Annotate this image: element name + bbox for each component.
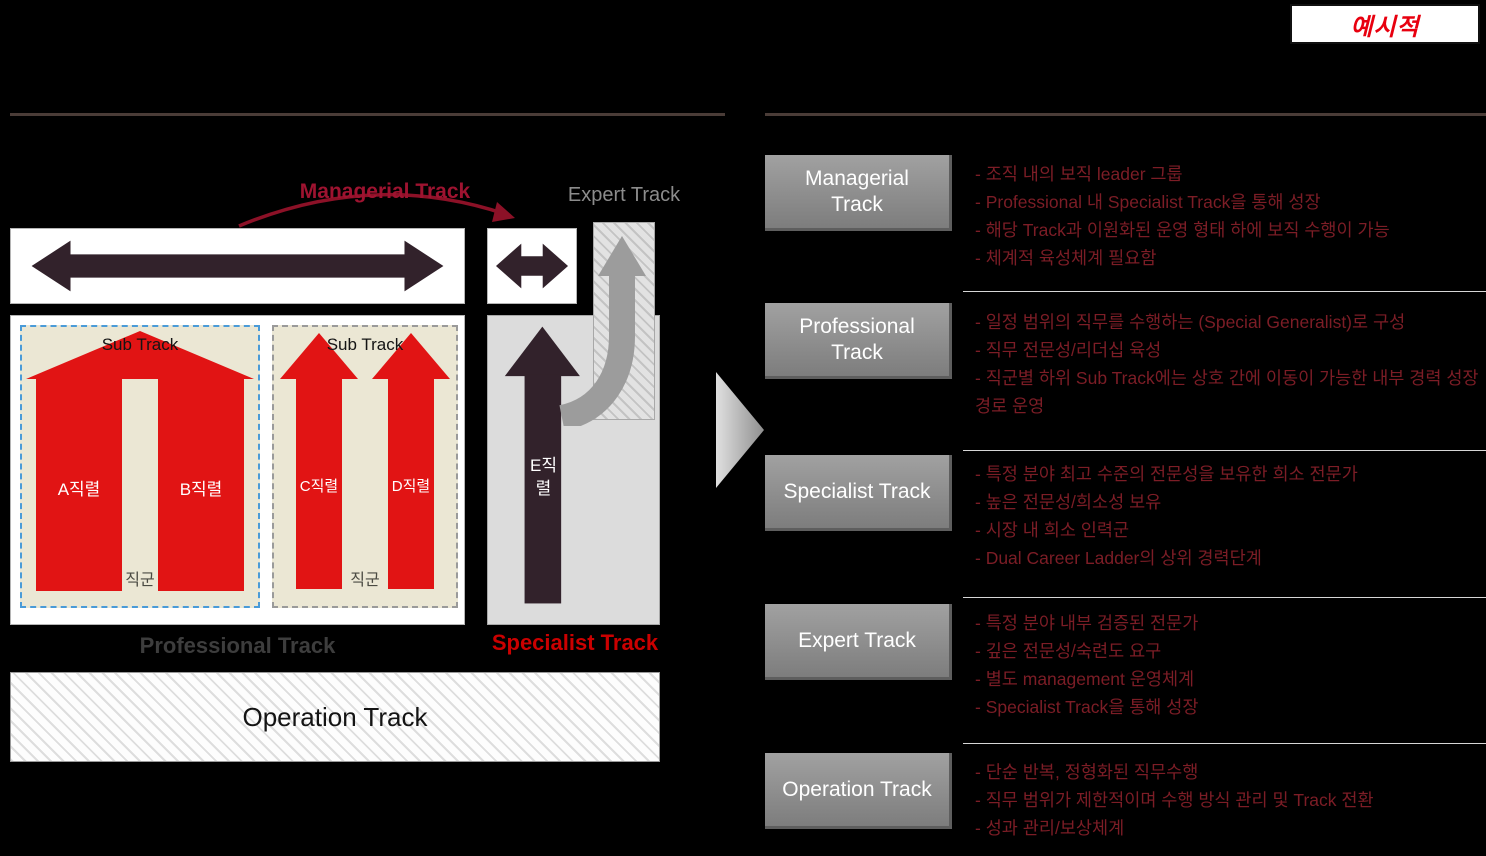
track-description-managerial: - 조직 내의 보직 leader 그룹 - Professional 내 Sp… (975, 160, 1480, 272)
managerial-track-label: Managerial Track (299, 180, 471, 203)
section-divider (963, 743, 1486, 744)
section-divider (963, 291, 1486, 292)
expert-bent-arrow-icon (550, 226, 660, 431)
sub-track-box-right: Sub Track C직렬 D직렬 직군 (272, 325, 458, 608)
job-series-b-label: B직렬 (179, 480, 223, 499)
twin-up-arrows-icon (280, 333, 450, 589)
job-series-c-label: C직렬 (299, 478, 339, 495)
header-rule-right (765, 113, 1486, 116)
operation-track-label: Operation Track (242, 701, 428, 732)
track-box-professional: Professional Track (765, 303, 952, 379)
track-box-title: Specialist Track (783, 479, 931, 503)
managerial-span-bar (10, 228, 465, 304)
bullet-line: - 체계적 육성체계 필요함 (975, 248, 1157, 268)
bullet-line: - 직무 전문성/리더십 육성 (975, 340, 1162, 360)
track-box-expert: Expert Track (765, 604, 952, 680)
bullet-line: - 특정 분야 최고 수준의 전문성을 보유한 희소 전문가 (975, 464, 1358, 484)
operation-track-box: Operation Track (10, 672, 660, 762)
sub-track-title: Sub Track (326, 335, 404, 354)
section-divider (963, 450, 1486, 451)
bullet-line: - 일정 범위의 직무를 수행하는 (Special Generalist)로 … (975, 312, 1406, 332)
header-rule-left (10, 113, 725, 116)
bullet-line: - Professional 내 Specialist Track을 통해 성장 (975, 192, 1321, 212)
bullet-line: - 높은 전문성/희소성 보유 (975, 492, 1162, 512)
job-series-a-label: A직렬 (57, 480, 101, 499)
bullet-line: - 깊은 전문성/숙련도 요구 (975, 641, 1162, 661)
track-box-title: Managerial Track (805, 166, 909, 216)
managerial-arc-arrow-icon (225, 168, 525, 234)
bullet-line: - 조직 내의 보직 leader 그룹 (975, 164, 1183, 184)
sub-track-box-left: Sub Track A직렬 B직렬 직군 (20, 325, 260, 608)
professional-track-label: Professional Track (139, 633, 336, 658)
example-badge-label: 예시적 (1350, 13, 1420, 41)
double-arrow-icon (31, 240, 444, 292)
specialist-column: E직렬 (487, 315, 660, 625)
bullet-line: - Dual Career Ladder의 상위 경력단계 (975, 548, 1262, 568)
track-description-expert: - 특정 분야 내부 검증된 전문가 - 깊은 전문성/숙련도 요구 - 별도 … (975, 609, 1480, 721)
managerial-span-bar-small (487, 228, 577, 304)
track-box-operation: Operation Track (765, 753, 952, 829)
job-group-label: 직군 (125, 572, 155, 589)
bullet-line: - 성과 관리/보상체계 (975, 818, 1125, 838)
track-box-title: Expert Track (798, 628, 916, 652)
bullet-line: - 해당 Track과 이원화된 운영 형태 하에 보직 수행이 가능 (975, 220, 1390, 240)
specialist-track-label: Specialist Track (491, 630, 659, 655)
bullet-line: - 시장 내 희소 인력군 (975, 520, 1130, 540)
track-description-professional: - 일정 범위의 직무를 수행하는 (Special Generalist)로 … (975, 308, 1480, 420)
track-box-title: Professional Track (799, 314, 915, 364)
track-box-title: Operation Track (782, 777, 932, 801)
flow-pointer-icon (716, 372, 764, 488)
track-description-specialist: - 특정 분야 최고 수준의 전문성을 보유한 희소 전문가 - 높은 전문성/… (975, 460, 1480, 572)
up-arrow-icon (504, 326, 580, 604)
bullet-line: - Specialist Track을 통해 성장 (975, 697, 1199, 717)
section-divider (963, 597, 1486, 598)
track-description-operation: - 단순 반복, 정형화된 직무수행 - 직무 범위가 제한적이며 수행 방식 … (975, 758, 1480, 842)
merged-up-arrows-icon (26, 331, 254, 591)
job-series-d-label: D직렬 (391, 478, 431, 495)
expert-track-label: Expert Track (567, 184, 681, 206)
bullet-line: - 특정 분야 내부 검증된 전문가 (975, 613, 1199, 633)
job-series-e-label: E직렬 (530, 456, 557, 498)
bullet-line: - 직군별 하위 Sub Track에는 상호 간에 이동이 가능한 내부 경력… (975, 368, 1479, 416)
job-group-label: 직군 (350, 572, 380, 589)
track-box-managerial: Managerial Track (765, 155, 952, 231)
bullet-line: - 직무 범위가 제한적이며 수행 방식 관리 및 Track 전환 (975, 790, 1374, 810)
bullet-line: - 단순 반복, 정형화된 직무수행 (975, 762, 1199, 782)
track-box-specialist: Specialist Track (765, 455, 952, 531)
example-badge: 예시적 (1290, 4, 1480, 44)
bullet-line: - 별도 management 운영체계 (975, 669, 1195, 689)
sub-track-title: Sub Track (101, 335, 179, 354)
double-arrow-icon (495, 243, 569, 289)
